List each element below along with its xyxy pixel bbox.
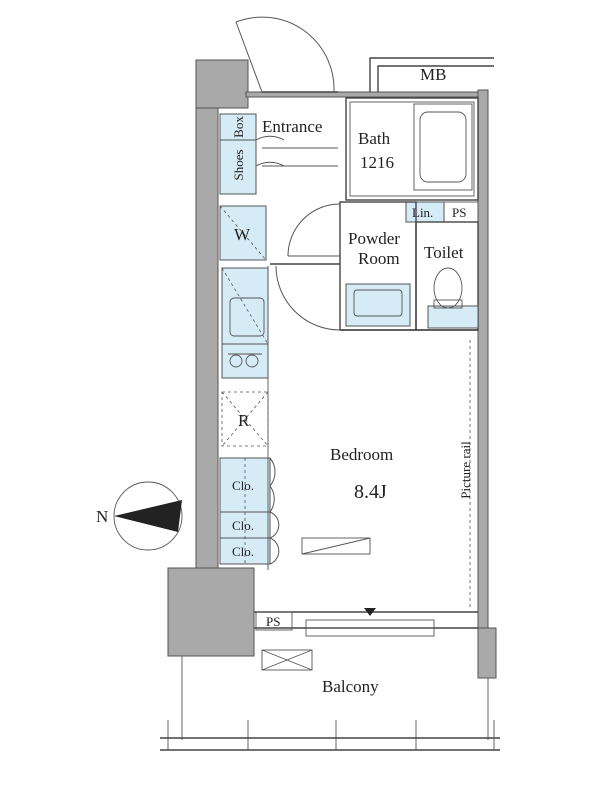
- compass: N: [96, 481, 183, 551]
- closet-2-label: Clo.: [232, 518, 254, 533]
- powder-label: Powder: [348, 229, 400, 248]
- ps-bottom: PS: [255, 611, 293, 631]
- bath-size-label: 1216: [360, 153, 394, 172]
- kitchen: [221, 267, 269, 379]
- picture-rail-label: Picture rail: [458, 441, 473, 499]
- shoes-label: Shoes: [231, 149, 246, 180]
- shoes-box: Shoes Box: [219, 113, 285, 195]
- toilet: Toilet: [415, 221, 479, 331]
- north-arrow-icon: [114, 500, 182, 532]
- washer-space: W: [219, 205, 267, 261]
- balcony-label: Balcony: [322, 677, 379, 696]
- closet-3-label: Clo.: [232, 544, 254, 559]
- entrance-door: [235, 16, 338, 93]
- washer-label: W: [234, 225, 251, 244]
- lin-label: Lin.: [412, 205, 433, 220]
- room-label: Room: [358, 249, 400, 268]
- linen-ps: Lin. PS: [405, 201, 479, 223]
- walls: [167, 59, 497, 679]
- closet-1-label: Clo.: [232, 478, 254, 493]
- powder-room: Powder Room: [287, 201, 417, 331]
- mb-label: MB: [420, 65, 446, 84]
- ps-bottom-label: PS: [266, 614, 280, 629]
- ps-top-label: PS: [452, 205, 466, 220]
- mb-box: MB: [369, 57, 494, 92]
- bedroom-label: Bedroom: [330, 445, 393, 464]
- refrigerator-label: R: [238, 411, 250, 430]
- entrance-label: Entrance: [262, 117, 322, 136]
- bathroom: Bath 1216: [345, 97, 479, 201]
- closets: Clo. Clo. Clo.: [219, 457, 280, 565]
- balcony: Balcony: [160, 649, 500, 751]
- box-label: Box: [231, 116, 246, 138]
- toilet-label: Toilet: [424, 243, 464, 262]
- north-label: N: [96, 507, 108, 526]
- bath-label: Bath: [358, 129, 391, 148]
- refrigerator-space: R: [221, 391, 269, 447]
- bedroom: Bedroom 8.4J Picture rail: [301, 340, 473, 608]
- bedroom-size-label: 8.4J: [354, 481, 387, 503]
- sliding-window: [305, 608, 435, 637]
